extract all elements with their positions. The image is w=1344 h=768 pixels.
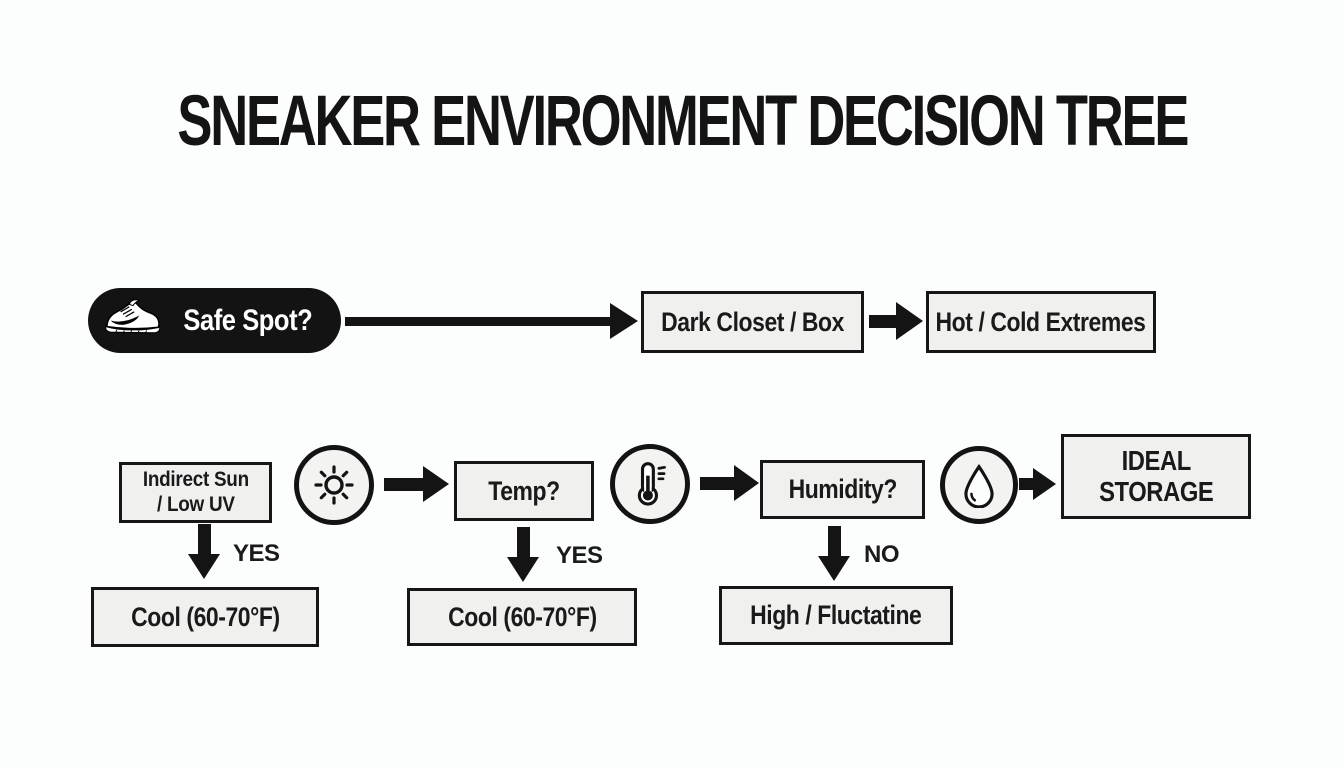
arrow-shaft: [345, 316, 610, 326]
node-label: Hot / Cold Extremes: [935, 306, 1147, 337]
node-indirect-sun-low-uv: Indirect Sun / Low UV: [119, 462, 272, 523]
arrow-droplet-to-ideal: [1019, 468, 1056, 500]
arrow-head: [507, 557, 539, 582]
node-temp: Temp?: [454, 461, 594, 521]
arrow-shaft: [869, 314, 896, 328]
start-node-safe-spot: Safe Spot?: [88, 288, 341, 353]
arrow-humidity-down: [818, 526, 850, 581]
node-label: Cool (60-70°F): [130, 601, 280, 632]
arrow-temp-down: [507, 527, 539, 582]
node-label: Indirect Sun / Low UV: [143, 468, 249, 517]
arrow-shaft: [1019, 478, 1033, 490]
node-cool-range-1: Cool (60-70°F): [91, 587, 319, 647]
node-label-line1: Indirect Sun: [142, 468, 249, 492]
arrow-head: [1033, 468, 1056, 500]
branch-answer-yes-1: YES: [233, 540, 280, 567]
arrow-shaft: [516, 527, 530, 557]
node-label-line2: / Low UV: [156, 492, 235, 516]
thermometer-icon: [610, 444, 690, 524]
node-hot-cold-extremes: Hot / Cold Extremes: [926, 291, 1156, 353]
sneaker-icon: [102, 295, 164, 346]
node-label: Dark Closet / Box: [661, 306, 844, 337]
node-label-line1: IDEAL: [1121, 444, 1191, 476]
node-label: Humidity?: [788, 474, 897, 504]
arrow-head: [896, 302, 923, 340]
arrow-safe-to-dark-closet: [345, 303, 638, 339]
arrow-head: [610, 303, 638, 339]
branch-answer-yes-2: YES: [556, 542, 603, 569]
node-ideal-storage: IDEAL STORAGE: [1061, 434, 1251, 519]
arrow-head: [818, 556, 850, 581]
node-label: Cool (60-70°F): [447, 601, 597, 632]
node-cool-range-2: Cool (60-70°F): [407, 588, 637, 646]
arrow-head: [734, 465, 759, 501]
start-node-label: Safe Spot?: [183, 303, 313, 337]
branch-answer-no: NO: [864, 541, 900, 568]
arrow-shaft: [197, 524, 211, 554]
arrow-head: [188, 554, 220, 579]
arrow-dark-closet-to-extremes: [869, 302, 923, 340]
node-label-line2: STORAGE: [1098, 475, 1214, 507]
arrow-shaft: [384, 477, 423, 491]
arrow-sun-to-temp: [384, 466, 449, 502]
arrow-thermo-to-humidity: [700, 465, 759, 501]
arrow-shaft: [827, 526, 841, 556]
node-label: High / Fluctatine: [750, 600, 922, 630]
arrow-indirect-down: [188, 524, 220, 579]
node-label: Temp?: [488, 475, 560, 506]
node-label: IDEAL STORAGE: [1098, 444, 1214, 508]
page-title: SNEAKER ENVIRONMENT DECISION TREE: [0, 86, 1344, 157]
node-dark-closet-box: Dark Closet / Box: [641, 291, 864, 353]
node-humidity: Humidity?: [760, 460, 925, 519]
page-title-text: SNEAKER ENVIRONMENT DECISION TREE: [177, 82, 1189, 161]
droplet-icon: [940, 446, 1018, 524]
arrow-shaft: [700, 476, 734, 490]
arrow-head: [423, 466, 449, 502]
sun-icon: [294, 445, 374, 525]
node-high-fluctuating: High / Fluctatine: [719, 586, 953, 645]
